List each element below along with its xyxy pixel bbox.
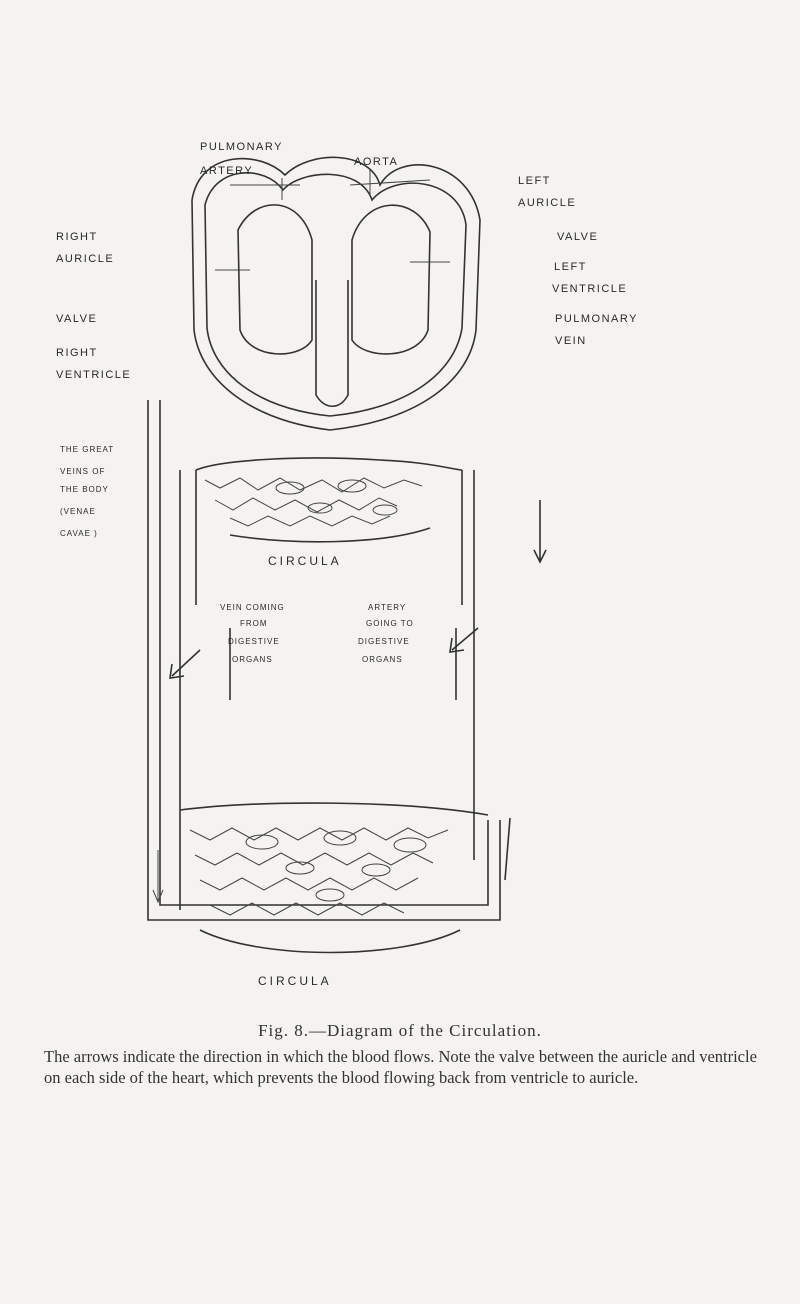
label-artery-going-line2: GOING TO xyxy=(366,619,414,628)
label-right-ventricle-line1: RIGHT xyxy=(56,347,98,359)
label-left-ventricle-line1: LEFT xyxy=(554,261,587,273)
label-artery-going-line3: DIGESTIVE xyxy=(358,637,410,646)
label-left-auricle-line1: LEFT xyxy=(518,175,551,187)
label-left-auricle-line2: AURICLE xyxy=(518,197,576,209)
label-vein-coming-line1: VEIN COMING xyxy=(220,603,285,612)
label-right-auricle-line2: AURICLE xyxy=(56,253,114,265)
label-venae-cavae-line2: VEINS OF xyxy=(60,467,105,476)
label-pulmonary-artery-line1: PULMONARY xyxy=(200,141,283,153)
label-venae-cavae-line1: THE GREAT xyxy=(60,445,114,454)
lung-capillaries xyxy=(195,457,463,543)
label-pulmonary-vein: PULMONARY VEIN xyxy=(555,313,638,347)
label-circulation-lower-text: CIRCULA xyxy=(258,974,332,988)
label-circulation-upper: CIRCULA xyxy=(268,554,342,568)
figure-description: The arrows indicate the direction in whi… xyxy=(44,1047,757,1087)
flow-arrows xyxy=(152,500,547,904)
label-vein-coming-line3: DIGESTIVE xyxy=(228,637,280,646)
label-circulation-lower: CIRCULA xyxy=(258,974,332,988)
label-valve-left-text: VALVE xyxy=(56,313,97,325)
label-vein-coming-line2: FROM xyxy=(240,619,268,628)
label-left-auricle: LEFT AURICLE xyxy=(518,175,576,209)
label-venae-cavae: THE GREAT VEINS OF THE BODY (VENAE CAVAE… xyxy=(60,445,114,538)
label-right-ventricle: RIGHT VENTRICLE xyxy=(56,347,131,381)
label-right-auricle-line1: RIGHT xyxy=(56,231,98,243)
label-pulmonary-artery-line2: ARTERY xyxy=(200,165,253,177)
label-valve-left: VALVE xyxy=(56,313,97,325)
label-venae-cavae-line4: (VENAE xyxy=(60,507,96,516)
label-artery-going: ARTERY GOING TO DIGESTIVE ORGANS xyxy=(358,603,414,664)
label-pulmonary-vein-line1: PULMONARY xyxy=(555,313,638,325)
figure-title: Fig. 8.—Diagram of the Circulation. xyxy=(258,1021,542,1040)
label-valve-right-text: VALVE xyxy=(557,231,598,243)
label-vein-coming: VEIN COMING FROM DIGESTIVE ORGANS xyxy=(220,603,285,664)
label-right-auricle: RIGHT AURICLE xyxy=(56,231,114,265)
label-pulmonary-vein-line2: VEIN xyxy=(555,335,587,347)
label-vein-coming-line4: ORGANS xyxy=(232,655,273,664)
label-valve-right: VALVE xyxy=(557,231,598,243)
label-left-ventricle-line2: VENTRICLE xyxy=(552,283,627,295)
label-venae-cavae-line3: THE BODY xyxy=(60,485,109,494)
label-venae-cavae-line5: CAVAE ) xyxy=(60,529,98,538)
label-circulation-upper-text: CIRCULA xyxy=(268,554,342,568)
label-pulmonary-artery: PULMONARY ARTERY xyxy=(200,141,283,200)
label-artery-going-line1: ARTERY xyxy=(368,603,406,612)
label-artery-going-line4: ORGANS xyxy=(362,655,403,664)
label-left-ventricle: LEFT VENTRICLE xyxy=(552,261,627,295)
label-aorta: AORTA xyxy=(354,156,398,195)
label-aorta-text: AORTA xyxy=(354,156,398,168)
outer-circulation-loop xyxy=(147,400,501,921)
body-capillaries xyxy=(179,802,489,954)
heart xyxy=(191,156,481,431)
circulation-diagram: PULMONARY ARTERY AORTA LEFT AURICLE RIGH… xyxy=(56,141,638,988)
label-right-ventricle-line2: VENTRICLE xyxy=(56,369,131,381)
